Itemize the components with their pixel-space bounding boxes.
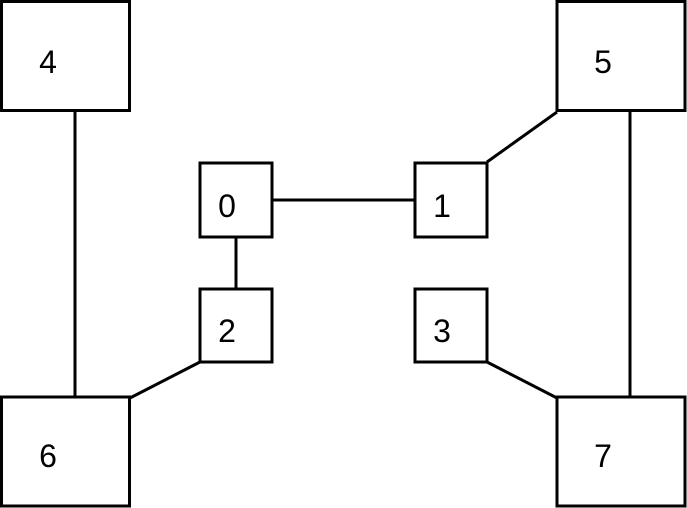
- node-6-label: 6: [39, 438, 57, 474]
- node-4-label: 4: [39, 44, 57, 80]
- edge-3-7: [486, 360, 558, 400]
- node-5-label: 5: [594, 44, 612, 80]
- node-3-box: [413, 287, 489, 364]
- edge-1-5: [486, 110, 558, 164]
- node-0-box: [198, 161, 274, 239]
- node-5-box: [555, 0, 687, 112]
- node-1-box: [413, 161, 489, 239]
- node-3-label: 3: [433, 313, 451, 349]
- node-7: 7: [555, 395, 687, 508]
- edges-layer: [73, 110, 632, 400]
- node-6-box: [0, 395, 131, 508]
- node-2: 2: [198, 287, 274, 364]
- node-1-label: 1: [433, 188, 451, 224]
- node-0: 0: [198, 161, 274, 239]
- node-3: 3: [413, 287, 489, 364]
- node-6: 6: [0, 395, 131, 508]
- node-1: 1: [413, 161, 489, 239]
- edge-2-6: [129, 360, 201, 400]
- node-7-box: [555, 395, 687, 508]
- node-2-box: [198, 287, 274, 364]
- node-4-box: [0, 0, 131, 112]
- node-2-label: 2: [218, 313, 236, 349]
- node-5: 5: [555, 0, 687, 112]
- node-4: 4: [0, 0, 131, 112]
- node-0-label: 0: [218, 188, 236, 224]
- node-7-label: 7: [594, 438, 612, 474]
